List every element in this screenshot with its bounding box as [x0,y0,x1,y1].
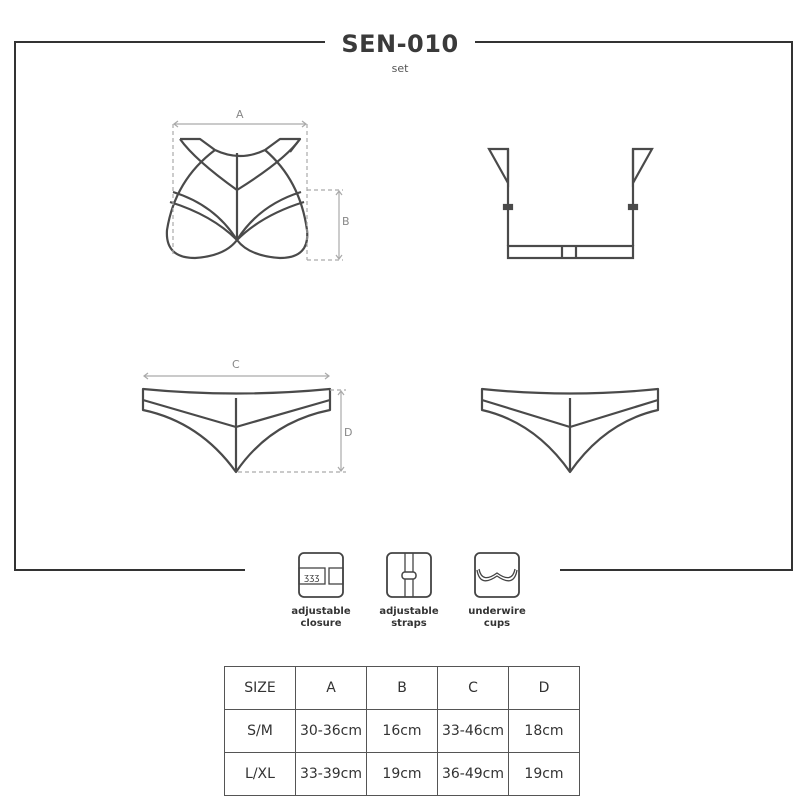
feature-label: cups [483,618,511,629]
dimension-label-b: B [342,215,350,228]
table-cell: 36-49cm [437,752,509,796]
panties-back-drawing [480,387,660,474]
dimension-label-c: C [232,358,240,371]
header-cell: C [437,666,509,710]
adjustable-closure-icon: ʒʒʒ [298,552,344,598]
dimension-label-d: D [344,426,353,439]
dimension-label-a: A [236,108,244,121]
feature-label: closure [300,618,342,629]
product-title: SEN-010 [341,30,459,58]
table-cell: 18cm [508,709,580,753]
panties-dimension-lines [143,372,346,473]
header-cell: SIZE [224,666,296,710]
table-cell: 33-46cm [437,709,509,753]
feature-label: adjustable [291,606,351,617]
product-subtitle: set [391,62,409,75]
frame [14,41,793,571]
table-cell: 19cm [366,752,438,796]
svg-text:ʒʒʒ: ʒʒʒ [304,573,320,583]
table-cell: 33-39cm [295,752,367,796]
header-cell: A [295,666,367,710]
table-row: L/XL 33-39cm 19cm 36-49cm 19cm [224,752,580,796]
table-cell: 30-36cm [295,709,367,753]
feature-label: adjustable [379,606,439,617]
table-cell: L/XL [224,752,296,796]
table-header-row: SIZE A B C D [224,666,580,710]
table-row: S/M 30-36cm 16cm 33-46cm 18cm [224,709,580,753]
bra-back-drawing [487,147,654,260]
bra-dimension-lines [172,120,343,261]
header-cell: D [508,666,580,710]
size-table: SIZE A B C D S/M 30-36cm 16cm 33-46cm 18… [224,666,580,796]
panties-front-drawing [141,387,332,474]
adjustable-straps-icon [386,552,432,598]
feature-label: underwire [468,606,526,617]
underwire-cups-icon [474,552,520,598]
header-cell: B [366,666,438,710]
feature-label: straps [391,618,427,629]
table-cell: S/M [224,709,296,753]
table-cell: 16cm [366,709,438,753]
table-cell: 19cm [508,752,580,796]
bra-front-drawing [165,137,309,260]
